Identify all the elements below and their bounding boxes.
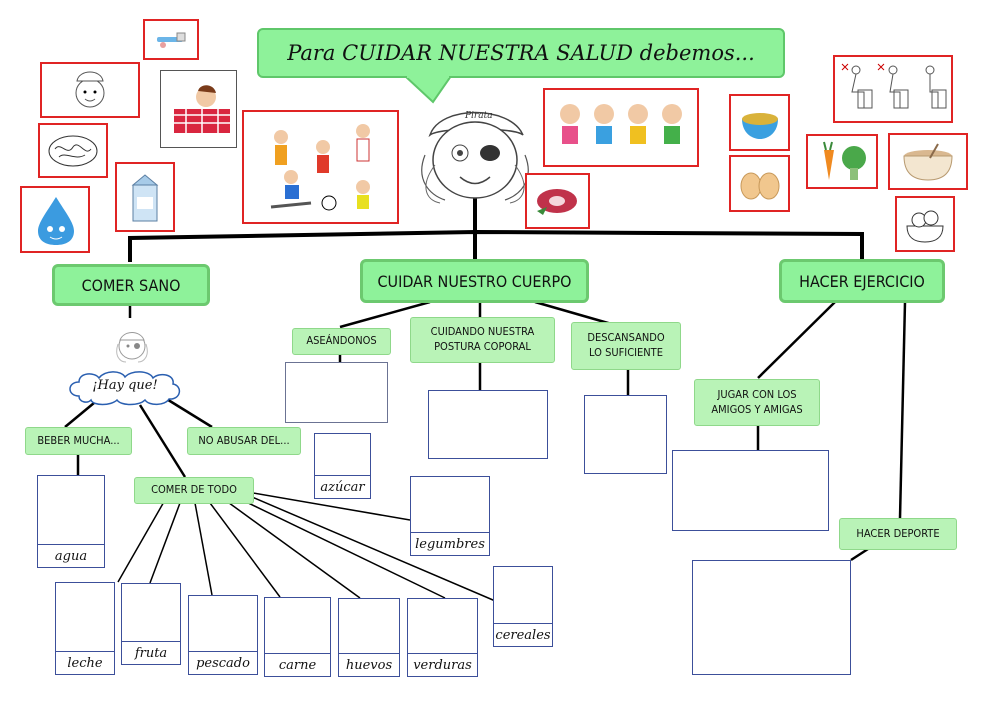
cloud-label: ¡Hay que! (92, 378, 158, 393)
food-box-agua[interactable]: agua (37, 475, 105, 568)
children-playing-icon (543, 88, 699, 167)
sub-postura-corporal: CUIDANDO NUESTRA POSTURA COPORAL (410, 317, 555, 363)
food-box-leche[interactable]: leche (55, 582, 115, 675)
category-hacer-ejercicio: HACER EJERCICIO (779, 259, 945, 303)
category-cuidar-cuerpo: CUIDAR NUESTRO CUERPO (360, 259, 589, 303)
answer-box-descansando[interactable] (584, 395, 667, 474)
pirate-girl-icon: Pirata (405, 95, 545, 205)
answer-box-deporte[interactable] (692, 560, 851, 675)
small-mascot-icon (110, 322, 154, 364)
eggs-icon (729, 155, 790, 212)
sub-beber-mucha: BEBER MUCHA... (25, 427, 132, 455)
sub-hacer-deporte: HACER DEPORTE (839, 518, 957, 550)
food-box-verduras[interactable]: verduras (407, 598, 478, 677)
mascot-badge: Pirata (465, 111, 493, 121)
food-box-cereales[interactable]: cereales (493, 566, 553, 647)
sub-no-abusar: NO ABUSAR DEL... (187, 427, 301, 455)
posture-icon (833, 55, 953, 123)
water-drop-icon (20, 186, 90, 253)
hay-que-cloud: ¡Hay que! (65, 368, 185, 406)
sub-comer-de-todo: COMER DE TODO (134, 477, 254, 504)
vegetables-icon (806, 134, 878, 189)
sub-jugar-amigos: JUGAR CON LOS AMIGOS Y AMIGAS (694, 379, 820, 426)
answer-box-postura[interactable] (428, 390, 548, 459)
food-box-pescado[interactable]: pescado (188, 595, 258, 675)
sub-descansando: DESCANSANDO LO SUFICIENTE (571, 322, 681, 370)
food-box-huevos[interactable]: huevos (338, 598, 400, 677)
page-title: Para CUIDAR NUESTRA SALUD debemos... (287, 41, 755, 65)
food-box-legumbres[interactable]: legumbres (410, 476, 490, 556)
milk-carton-icon (115, 162, 175, 232)
food-box-carne[interactable]: carne (264, 597, 331, 677)
food-box-fruta[interactable]: fruta (121, 583, 181, 665)
meat-icon (525, 173, 590, 229)
title-callout: Para CUIDAR NUESTRA SALUD debemos... (257, 28, 785, 78)
title-callout-tail (405, 76, 453, 104)
food-box-azucar[interactable]: azúcar (314, 433, 371, 499)
fruit-bowl-icon (895, 196, 955, 252)
toothbrush-icon (143, 19, 199, 60)
sports-kids-icon (242, 110, 399, 224)
answer-box-jugar[interactable] (672, 450, 829, 531)
category-comer-sano: COMER SANO (52, 264, 210, 306)
sick-child-bed-icon (160, 70, 237, 148)
brain-icon (38, 123, 108, 178)
soup-pot-icon (888, 133, 968, 190)
chef-boy-icon (40, 62, 140, 118)
sub-aseandonos: ASEÁNDONOS (292, 328, 391, 355)
answer-box-aseandonos[interactable] (285, 362, 388, 423)
cereal-bowl-icon (729, 94, 790, 151)
